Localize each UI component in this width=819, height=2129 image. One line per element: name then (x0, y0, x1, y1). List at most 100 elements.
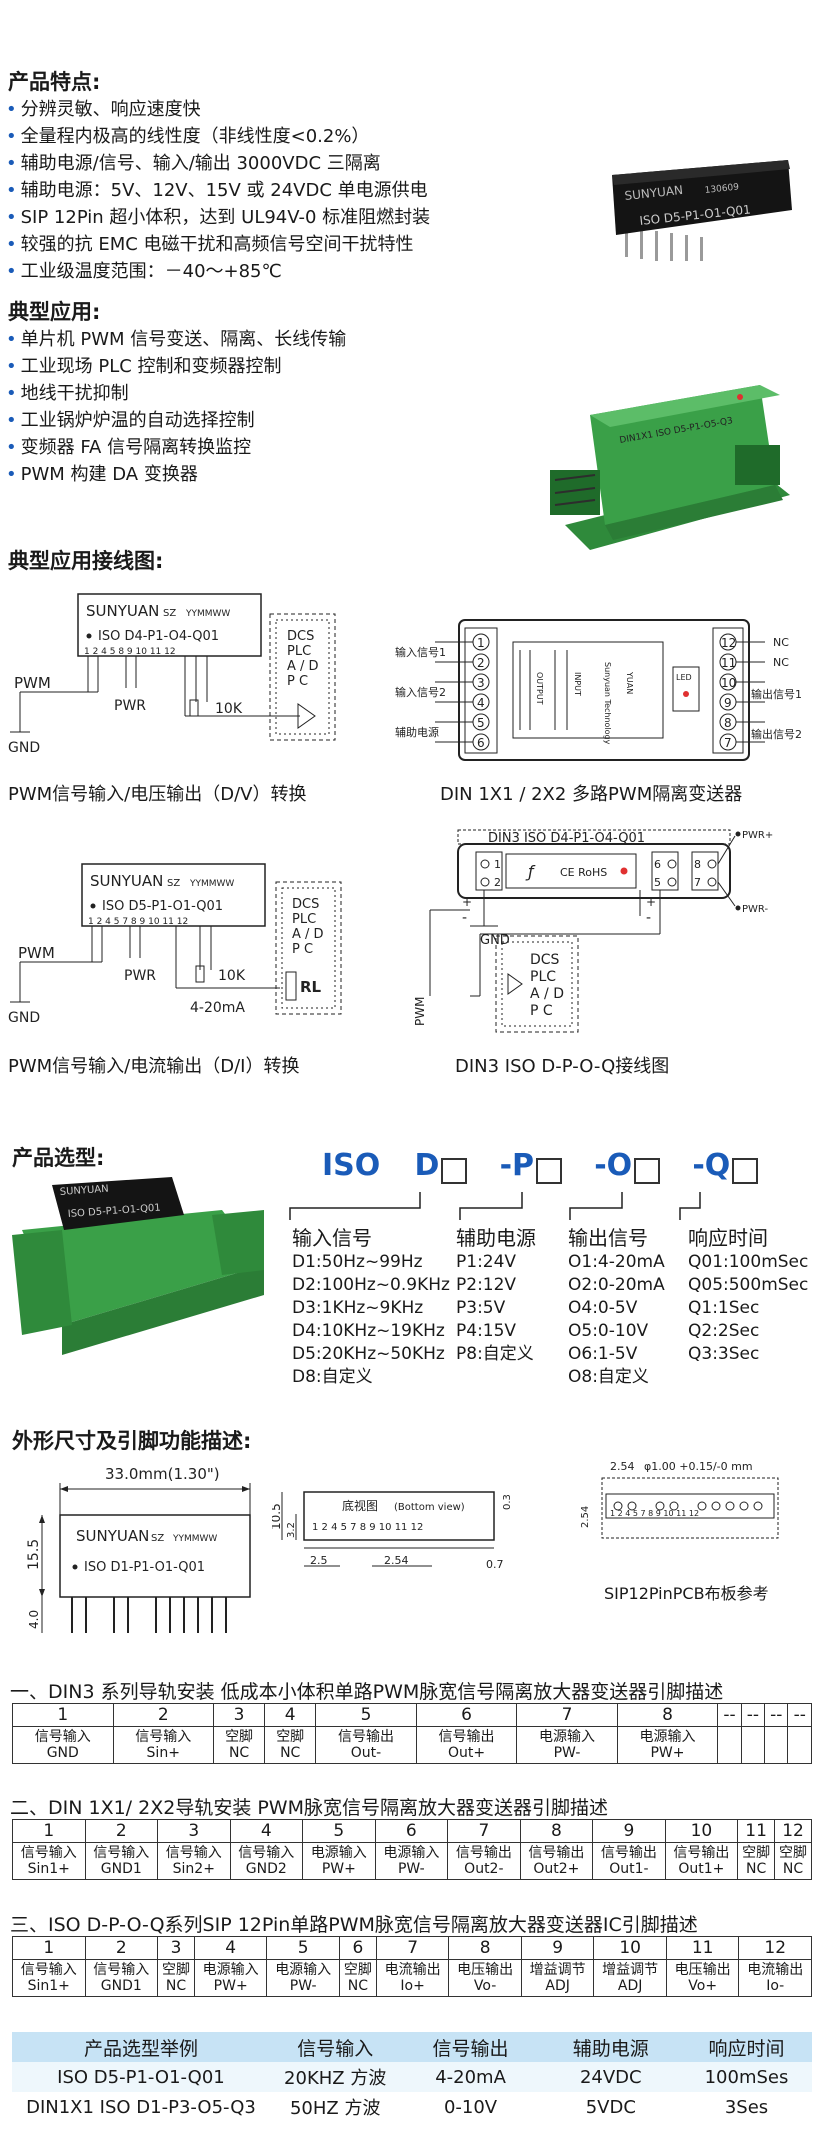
svg-text:10K: 10K (218, 968, 246, 984)
code-box (732, 1157, 759, 1184)
svg-text:PLC: PLC (530, 969, 556, 985)
svg-text:NC: NC (773, 636, 789, 649)
dim-lead: 4.0 (27, 1610, 41, 1629)
dim-model: ISO D1-P1-O1-Q01 (84, 1560, 205, 1575)
svg-text:11: 11 (721, 656, 736, 670)
sel-item: Q01:100mSec (688, 1252, 809, 1272)
svg-text:底视图: 底视图 (342, 1498, 378, 1513)
svg-text:-: - (462, 910, 467, 926)
svg-text:辅助电源: 辅助电源 (395, 725, 439, 739)
svg-text:5: 5 (654, 876, 661, 889)
svg-text:SUNYUAN: SUNYUAN (76, 1527, 149, 1545)
svg-text:输入信号1: 输入信号1 (395, 645, 446, 659)
svg-text:1: 1 (477, 636, 485, 650)
d4-pwm: PWM (413, 997, 427, 1026)
example-table: 产品选型举例 信号输入 信号输出 辅助电源 响应时间 ISO D5-P1-O1-… (12, 2032, 812, 2122)
wiring-title: 典型应用接线图: (8, 549, 164, 573)
svg-text:3: 3 (477, 676, 485, 690)
svg-text:5: 5 (477, 716, 485, 730)
svg-text:DCS: DCS (292, 897, 319, 912)
svg-text:7: 7 (724, 736, 732, 750)
sel-item: D1:50Hz~99Hz (292, 1252, 423, 1272)
code-o: -O (594, 1148, 633, 1183)
svg-text:2.54: 2.54 (610, 1460, 635, 1473)
d1-gnd: GND (8, 740, 40, 756)
sel-col-response: 响应时间 Q01:100mSec Q05:500mSec Q1:1Sec Q2:… (688, 1222, 808, 1366)
svg-text:7: 7 (694, 876, 701, 889)
svg-text:9: 9 (724, 696, 732, 710)
features-title: 产品特点: (8, 70, 101, 94)
pin-table-1-title: 一、DIN3 系列导轨安装 低成本小体积单路PWM脉宽信号隔离放大器变送器引脚描… (10, 1681, 724, 1703)
application-item: 工业锅炉炉温的自动选择控制 (6, 407, 346, 434)
wiring-diagram-din3: DIN3 ISO D4-P1-O4-Q01 1 2 ƒ CE RoHS 6 5 … (413, 829, 773, 1033)
sel-item: P4:15V (456, 1321, 517, 1341)
sel-item: Q3:3Sec (688, 1344, 760, 1364)
code-q: -Q (692, 1148, 731, 1183)
sel-item: Q05:500mSec (688, 1275, 809, 1295)
feature-item: 较强的抗 EMC 电磁干扰和高频信号空间干扰特性 (6, 231, 430, 258)
sel-item: P8:自定义 (456, 1344, 534, 1364)
d2-caption: DIN 1X1 / 2X2 多路PWM隔离变送器 (440, 784, 743, 805)
sel-col-input: 输入信号 D1:50Hz~99Hz D2:100Hz~0.9KHz D3:1KH… (292, 1222, 450, 1389)
sel-item: D3:1KHz~9KHz (292, 1298, 424, 1318)
sel-item: O4:0-5V (568, 1298, 638, 1318)
feature-item: 分辨灵敏、响应速度快 (6, 96, 430, 123)
sel-item: D4:10KHz~19KHz (292, 1321, 445, 1341)
svg-text:P C: P C (287, 674, 308, 689)
svg-text:8: 8 (724, 716, 732, 730)
svg-text:SUNYUAN: SUNYUAN (59, 1184, 109, 1198)
d1-brand: SUNYUAN (86, 602, 159, 620)
svg-text:2: 2 (477, 656, 485, 670)
d4-gnd: GND (480, 933, 510, 948)
svg-text:2.54: 2.54 (384, 1554, 409, 1567)
svg-text:-: - (646, 910, 651, 926)
svg-text:3.2: 3.2 (286, 1522, 297, 1538)
svg-text:6: 6 (477, 736, 485, 750)
sel-item: Q2:2Sec (688, 1321, 760, 1341)
sel-col-head: 输出信号 (568, 1226, 648, 1250)
d1-res: 10K (215, 701, 243, 717)
svg-text:输出信号2: 输出信号2 (751, 727, 802, 741)
svg-text:输入信号2: 输入信号2 (395, 685, 446, 699)
wiring-diagram-di: SUNYUAN SZ YYMMWW ISO D5-P1-O1-Q01 1 2 4… (8, 863, 342, 1026)
sel-item: D5:20KHz~50KHz (292, 1344, 445, 1364)
chip-brand: SUNYUAN (624, 183, 684, 203)
dim-front-view: 33.0mm(1.30") SUNYUAN SZ YYMMWW ISO D1-P… (26, 1465, 251, 1633)
svg-text:PLC: PLC (292, 912, 316, 927)
svg-text:PWR: PWR (124, 968, 156, 984)
dim-height: 15.5 (26, 1539, 42, 1570)
svg-text:12: 12 (721, 636, 736, 650)
svg-text:4: 4 (477, 696, 485, 710)
code-d: D (414, 1148, 440, 1183)
svg-text:(Bottom view): (Bottom view) (394, 1502, 465, 1513)
svg-text:PLC: PLC (287, 644, 311, 659)
feature-item: 工业级温度范围：－40～+85℃ (6, 258, 430, 285)
selection-title: 产品选型: (12, 1146, 105, 1170)
sel-col-head: 输入信号 (292, 1226, 372, 1250)
code-p: -P (499, 1148, 535, 1183)
d3-caption: PWM信号输入/电流输出（D/I）转换 (8, 1056, 300, 1077)
svg-text:1: 1 (494, 858, 501, 871)
pcb-caption: SIP12PinPCB布板参考 (604, 1584, 769, 1603)
svg-text:2: 2 (494, 876, 501, 889)
selection-photo: SUNYUAN ISO D5-P1-O1-Q01 (2, 1175, 270, 1365)
svg-text:2.54: 2.54 (580, 1506, 591, 1528)
application-item: 单片机 PWM 信号变送、隔离、长线传输 (6, 326, 347, 353)
svg-text:GND: GND (8, 1010, 40, 1026)
svg-text:10.5: 10.5 (272, 1503, 283, 1530)
selection-code: ISO D -P -O -Q (322, 1148, 759, 1184)
d3-model: ISO D5-P1-O1-Q01 (102, 899, 223, 914)
svg-text:SUNYUAN: SUNYUAN (90, 872, 163, 890)
svg-text:0.7: 0.7 (486, 1558, 504, 1571)
d1-pwm: PWM (14, 674, 51, 692)
sel-item: O6:1-5V (568, 1344, 638, 1364)
svg-text:1 2 4 5 7 8 9 10 11: 1 2 4 5 7 8 9 10 11 12 (610, 1509, 699, 1518)
d1-pwr: PWR (114, 698, 146, 714)
sel-item: P3:5V (456, 1298, 506, 1318)
svg-text:YUAN: YUAN (625, 671, 634, 694)
sel-col-head: 响应时间 (688, 1226, 768, 1250)
